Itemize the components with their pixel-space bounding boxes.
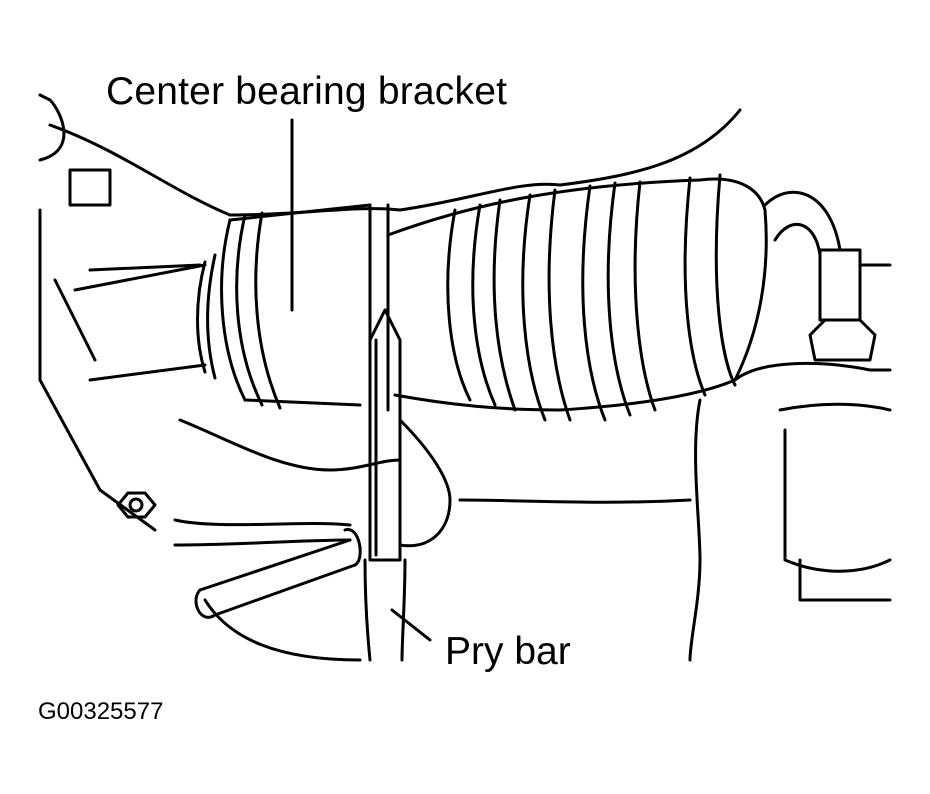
right-nut	[818, 248, 862, 322]
driveshaft	[73, 263, 207, 382]
left-mount	[68, 168, 112, 207]
figure-code: G00325577	[38, 698, 164, 725]
ribbed-boot	[386, 173, 768, 422]
pry-bar-leader-line	[390, 608, 432, 642]
center-bearing-bracket-label: Center bearing bracket	[106, 70, 508, 113]
right-housing	[733, 361, 892, 382]
hex-bolt	[116, 491, 157, 519]
pry-bar-shape	[363, 308, 407, 662]
right-pipe	[763, 190, 842, 252]
center-bearing-bracket-shape	[220, 203, 390, 412]
chassis-outline	[38, 93, 66, 162]
lower-frame	[178, 418, 402, 472]
chassis-top-arc	[48, 108, 742, 217]
pry-bar-label: Pry bar	[445, 630, 571, 673]
